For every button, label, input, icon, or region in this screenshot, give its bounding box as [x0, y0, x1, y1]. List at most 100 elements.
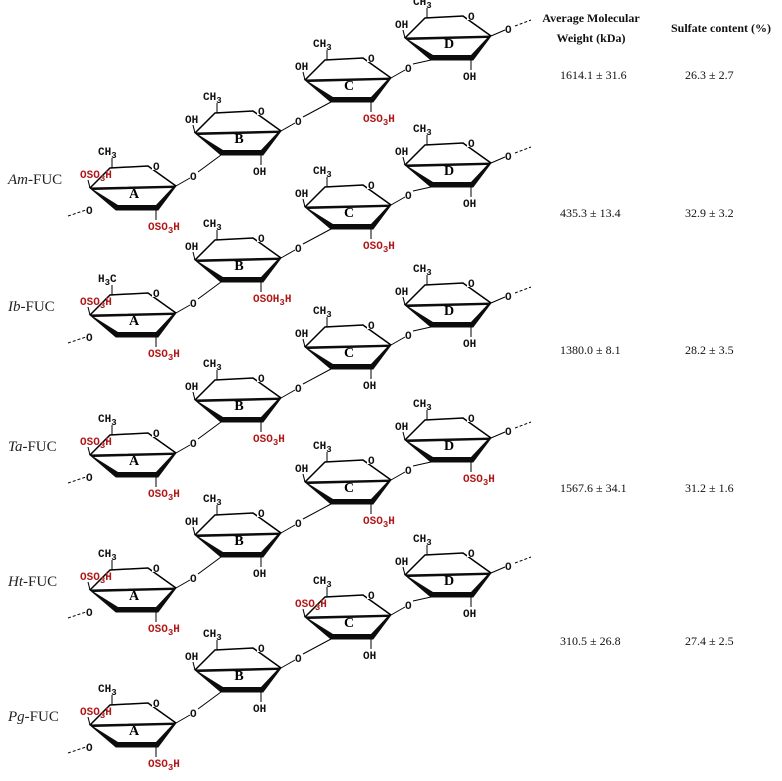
top-substituent: CH3	[203, 219, 222, 233]
ring-back-edge	[89, 702, 177, 726]
ring-letter-a: A	[129, 187, 140, 202]
glycosidic-oxygen: O	[190, 299, 197, 311]
ring-back-edge	[404, 142, 492, 166]
glycosidic-bond	[175, 579, 191, 589]
ring-oxygen-label: O	[468, 549, 475, 561]
glycosidic-bond	[280, 249, 296, 259]
ring-letter-b: B	[234, 534, 243, 549]
chain-end-oxygen: O	[505, 562, 512, 574]
chain-start-bond	[67, 611, 87, 619]
glycosidic-bond	[412, 461, 432, 467]
ring-oxygen-label: O	[368, 321, 375, 333]
left-bond	[192, 251, 196, 261]
glycosidic-oxygen: O	[190, 709, 197, 721]
ring-face	[94, 590, 172, 607]
left-bond	[402, 431, 406, 441]
left-bond	[402, 566, 406, 576]
chain-end-bond	[490, 156, 506, 164]
left-bond	[192, 124, 196, 134]
chain-start-oxygen: O	[86, 473, 93, 485]
ring-letter-d: D	[444, 37, 454, 52]
structure-name-suffix: -FUC	[28, 172, 63, 188]
left-bond	[192, 661, 196, 671]
bottom-substituent: OSO3H	[363, 516, 395, 530]
ring-oxygen	[467, 277, 477, 287]
ring-face	[309, 80, 387, 97]
bottom-substituent: OSO3H	[363, 241, 395, 255]
glycosidic-oxygen: O	[295, 654, 302, 666]
left-substituent: OSO3H	[80, 572, 112, 586]
glycosidic-bond	[175, 714, 191, 724]
chain-start-oxygen: O	[86, 206, 93, 218]
glycosidic-bond	[175, 177, 191, 187]
left-bond	[302, 338, 306, 348]
sulfate-content-value: 26.3 ± 2.7	[685, 68, 734, 82]
molecular-weight-value: 1567.6 ± 34.1	[560, 481, 627, 495]
ring-face	[409, 575, 487, 592]
glycosidic-oxygen: O	[295, 244, 302, 256]
ring-oxygen-label: O	[258, 234, 265, 246]
ring-face	[199, 670, 277, 687]
ring-back-edge	[404, 15, 492, 39]
ring-letter-d: D	[444, 304, 454, 319]
ring-oxygen	[257, 642, 267, 652]
molecular-weight-value: 1614.1 ± 31.6	[560, 68, 627, 82]
bottom-substituent: OH	[463, 339, 476, 351]
structure-ht-fuc: OACH3OSO3HOSO3HOOBCH3OHOHOOCCH3OHOSO3HOO…	[67, 399, 532, 638]
ring-letter-a: A	[129, 454, 140, 469]
ring-letter-d: D	[444, 439, 454, 454]
chain-end-oxygen: O	[505, 427, 512, 439]
top-substituent: CH3	[203, 359, 222, 373]
glycosidic-bond	[302, 101, 332, 118]
glycosidic-oxygen: O	[190, 574, 197, 586]
ring-back-edge	[194, 237, 282, 261]
ring-oxygen	[152, 427, 162, 437]
ring-letter-c: C	[344, 346, 354, 361]
glycosidic-oxygen: O	[295, 384, 302, 396]
ring-oxygen	[152, 562, 162, 572]
ring-back-edge	[89, 432, 177, 456]
left-substituent: OSO3H	[80, 297, 112, 311]
chain-end-oxygen: O	[505, 25, 512, 37]
ring-letter-c: C	[344, 79, 354, 94]
left-bond	[87, 716, 91, 726]
structure-name: Ht-FUC	[8, 574, 57, 591]
left-bond	[302, 71, 306, 81]
ring-back-edge	[89, 567, 177, 591]
ring-face	[199, 535, 277, 552]
bottom-substituent: OH	[463, 199, 476, 211]
glycosidic-bond	[197, 691, 222, 710]
chain-start-bond	[67, 476, 87, 484]
bottom-substituent: OSO3H	[463, 474, 495, 488]
chain-end-bond	[490, 431, 506, 439]
structure-name-species: Am	[8, 172, 28, 188]
mw-header: Average Molecular Weight (kDa)	[533, 8, 649, 48]
structure-name: Ib-FUC	[8, 299, 55, 316]
chain-end-oxygen: O	[505, 152, 512, 164]
structure-am-fuc: OACH3OSO3HOSO3HOOBCH3OHOHOOCCH3OHOSO3HOO…	[67, 0, 532, 236]
glycosidic-bond	[280, 122, 296, 132]
top-substituent: CH3	[203, 629, 222, 643]
ring-face	[94, 455, 172, 472]
left-bond	[302, 198, 306, 208]
ring-letter-b: B	[234, 399, 243, 414]
ring-oxygen-label: O	[258, 107, 265, 119]
structure-name: Pg-FUC	[8, 709, 59, 726]
glycosidic-bond	[390, 69, 406, 79]
top-substituent: CH3	[98, 684, 117, 698]
ring-face	[309, 207, 387, 224]
ring-face	[309, 482, 387, 499]
ring-face	[199, 260, 277, 277]
ring-oxygen	[367, 179, 377, 189]
chain-start-bond	[67, 209, 87, 217]
